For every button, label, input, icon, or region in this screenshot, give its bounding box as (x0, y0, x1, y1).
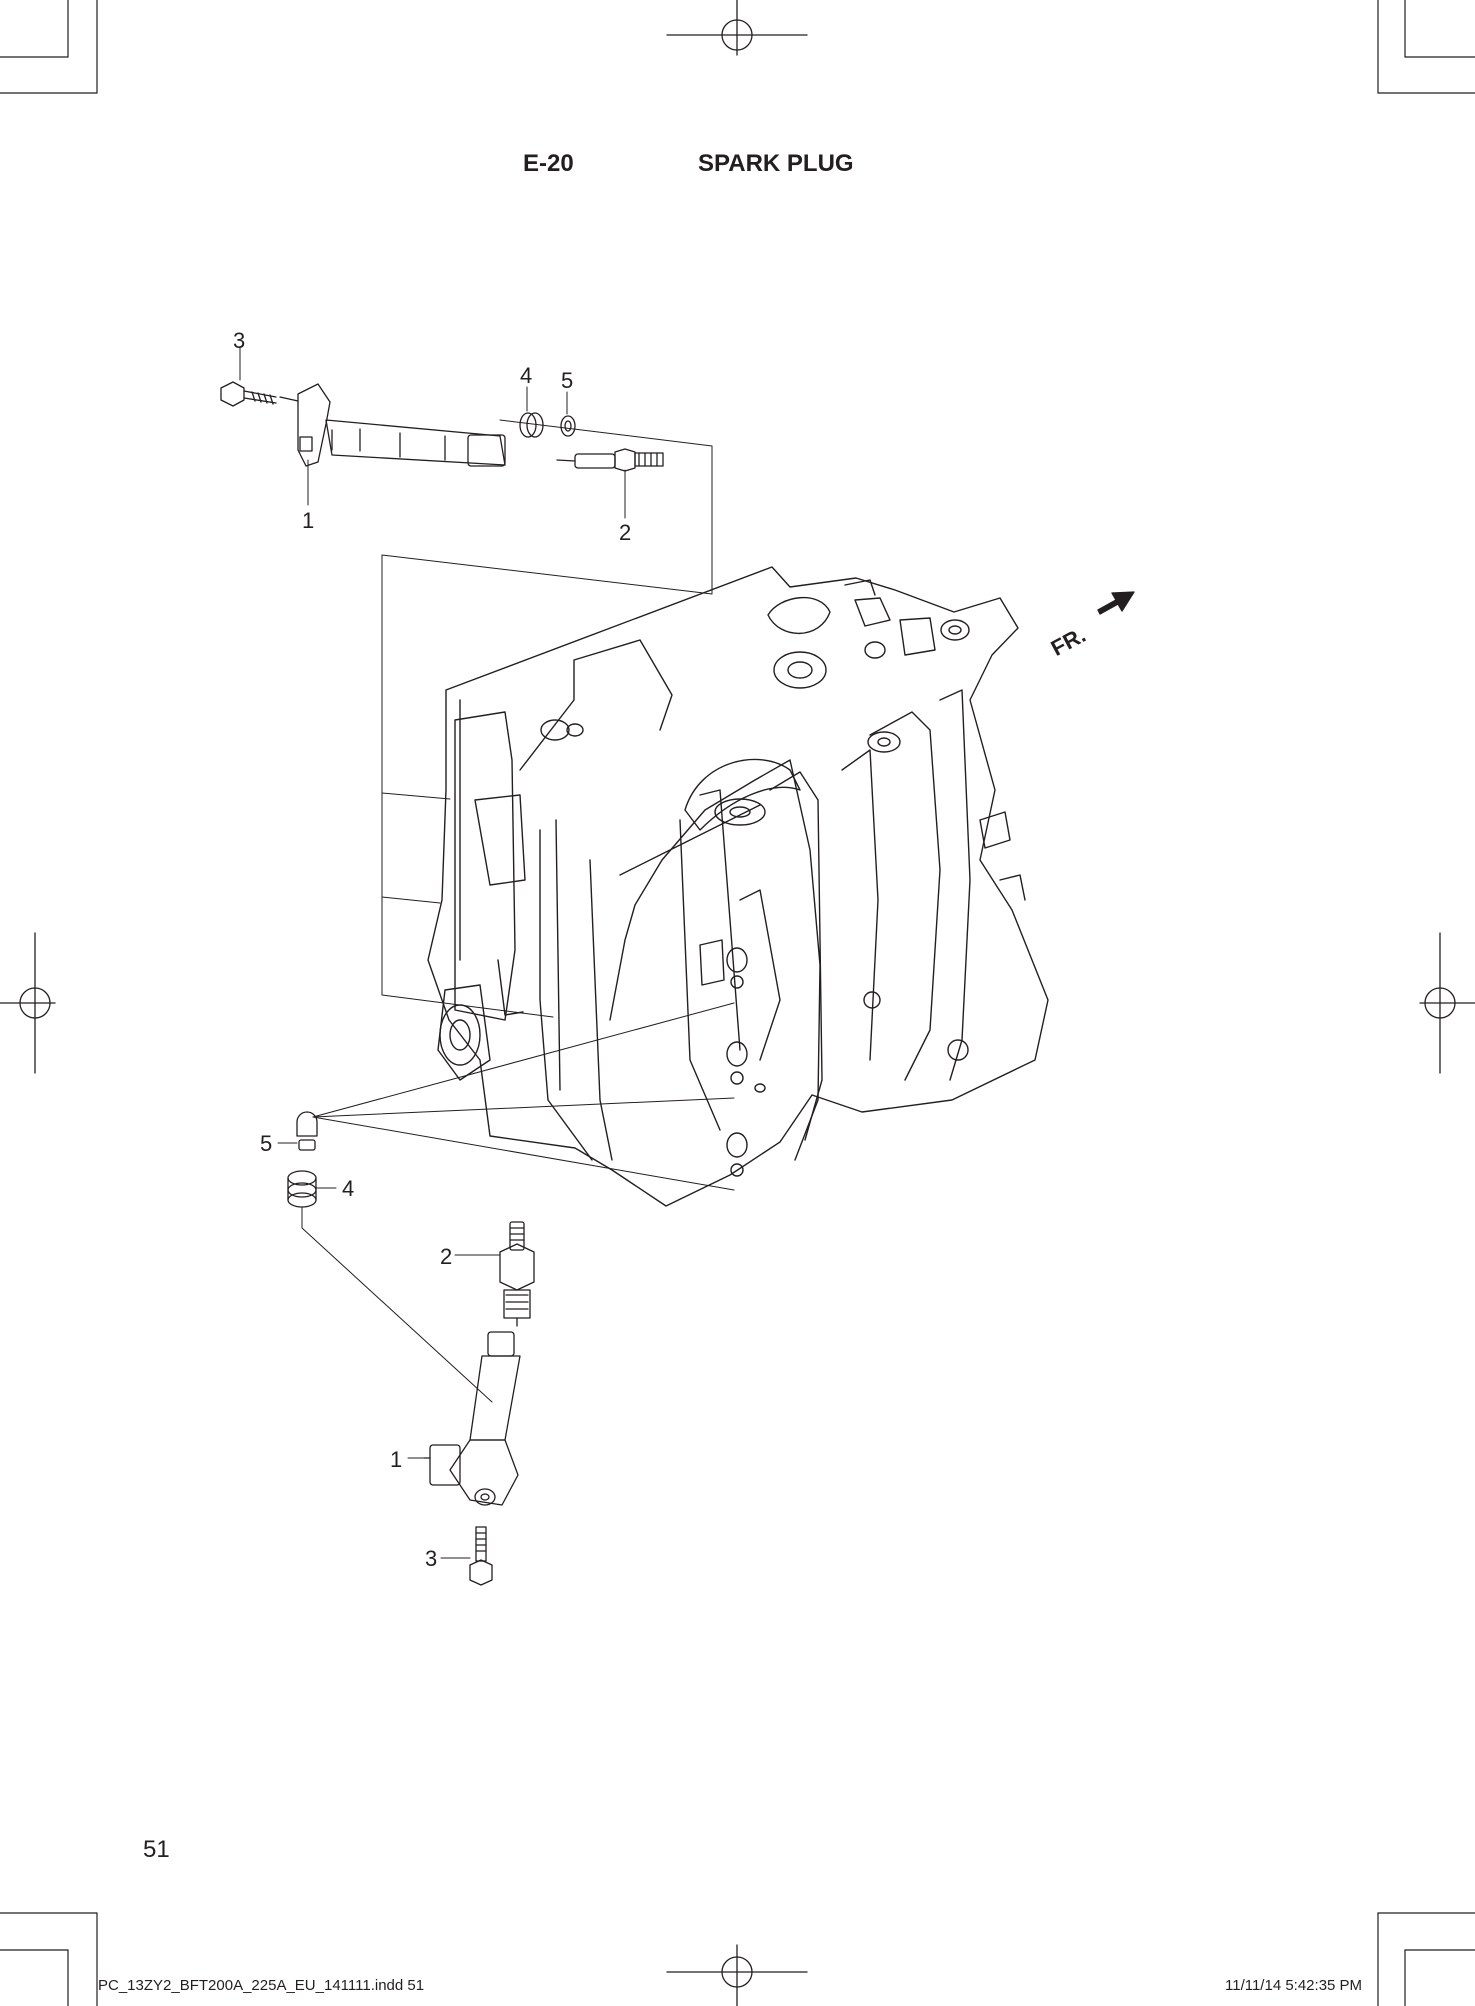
low-coil-part (423, 1331, 521, 1506)
callout-low-washer: 5 (260, 1131, 272, 1156)
callout-low-seal: 4 (342, 1176, 354, 1201)
callout-top-bolt: 3 (233, 328, 245, 353)
callout-low-coil: 1 (390, 1447, 402, 1472)
page-number: 51 (143, 1836, 170, 1863)
top-washer-part (560, 415, 576, 437)
section-code: E-20 (523, 150, 574, 177)
fan-out-leader-lines (312, 1002, 735, 1191)
print-timestamp: 11/11/14 5:42:35 PM (1225, 1977, 1363, 1994)
top-bolt-part (220, 381, 277, 407)
registration-mark-bottom (666, 1944, 808, 2006)
front-direction-label: FR. (1047, 622, 1090, 661)
callout-low-plug: 2 (440, 1244, 452, 1269)
registration-mark-right (1419, 932, 1475, 1074)
low-bolt-part (469, 1526, 493, 1586)
top-coil-part (279, 383, 506, 467)
front-direction-arrow (1097, 591, 1135, 615)
top-leader-lines (239, 347, 713, 1018)
low-leader-lines (277, 1142, 501, 1559)
callout-low-bolt: 3 (425, 1546, 437, 1571)
file-slug: PC_13ZY2_BFT200A_225A_EU_141111.indd 51 (98, 1977, 425, 1994)
low-spark-plug-part (499, 1221, 535, 1327)
callout-top-seal: 4 (520, 363, 532, 388)
callout-top-washer: 5 (561, 368, 573, 393)
registration-mark-top (666, 0, 808, 56)
registration-mark-left (0, 932, 56, 1074)
section-title: SPARK PLUG (698, 150, 854, 177)
top-spark-plug-part (556, 448, 664, 472)
low-washer-part (296, 1111, 318, 1151)
callout-top-plug: 2 (619, 520, 631, 545)
low-seal-part (287, 1170, 317, 1208)
callout-top-coil: 1 (302, 508, 314, 533)
engine-block-drawing (427, 566, 1049, 1207)
